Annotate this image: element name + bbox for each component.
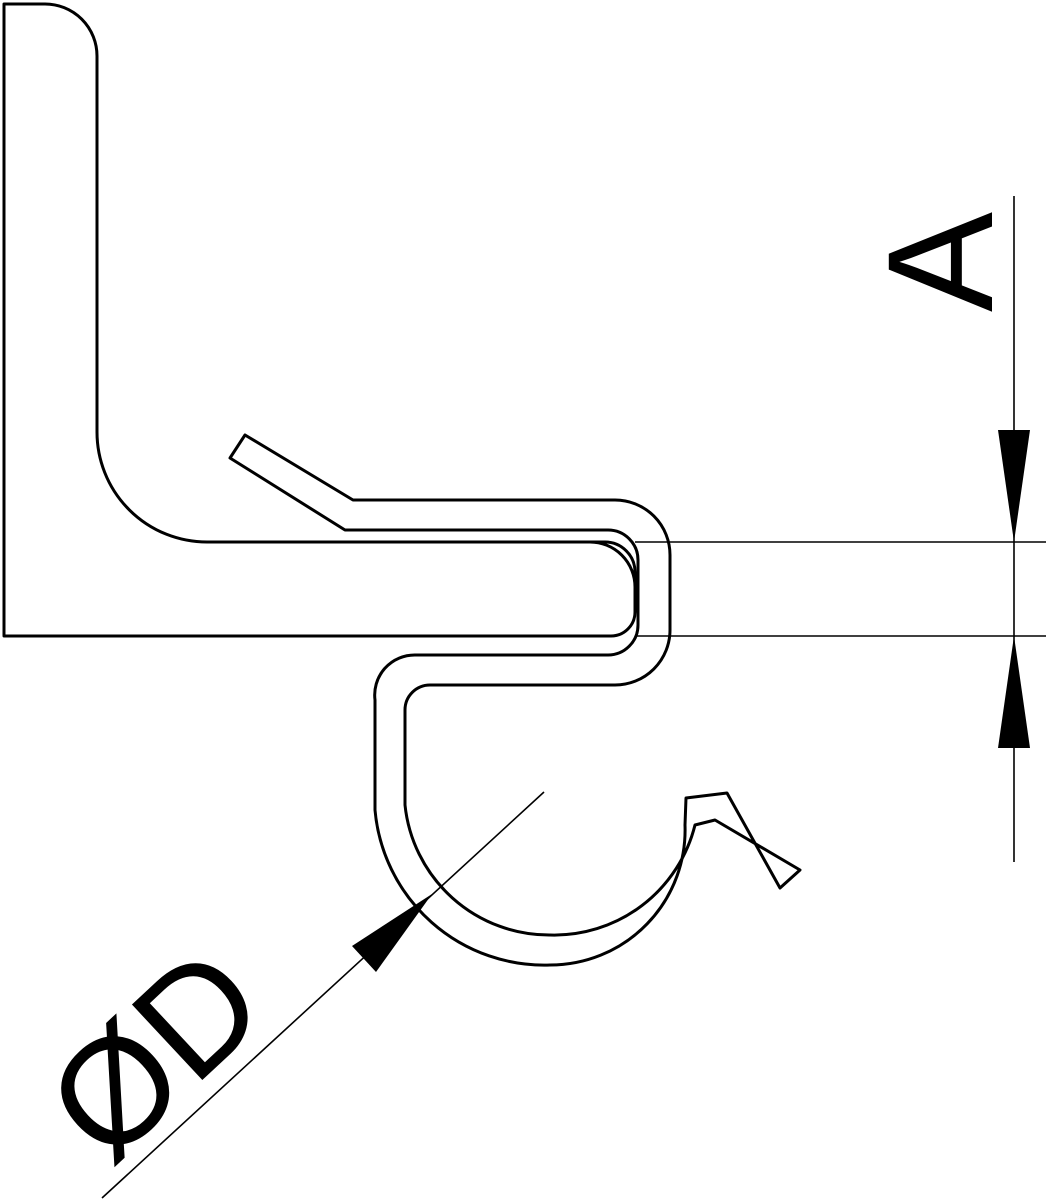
spring-clip-outer (228, 433, 802, 967)
dimension-label-a: A (856, 212, 1024, 312)
dimension-label-d: ØD (15, 915, 294, 1191)
dimension-arrow-a-top (998, 430, 1030, 542)
clip-fold-detail (588, 540, 637, 589)
diameter-arrow (352, 894, 432, 972)
diameter-leader-line (101, 791, 545, 1199)
dimension-arrow-a-bottom (998, 636, 1030, 748)
angle-profile (2, 2, 637, 638)
